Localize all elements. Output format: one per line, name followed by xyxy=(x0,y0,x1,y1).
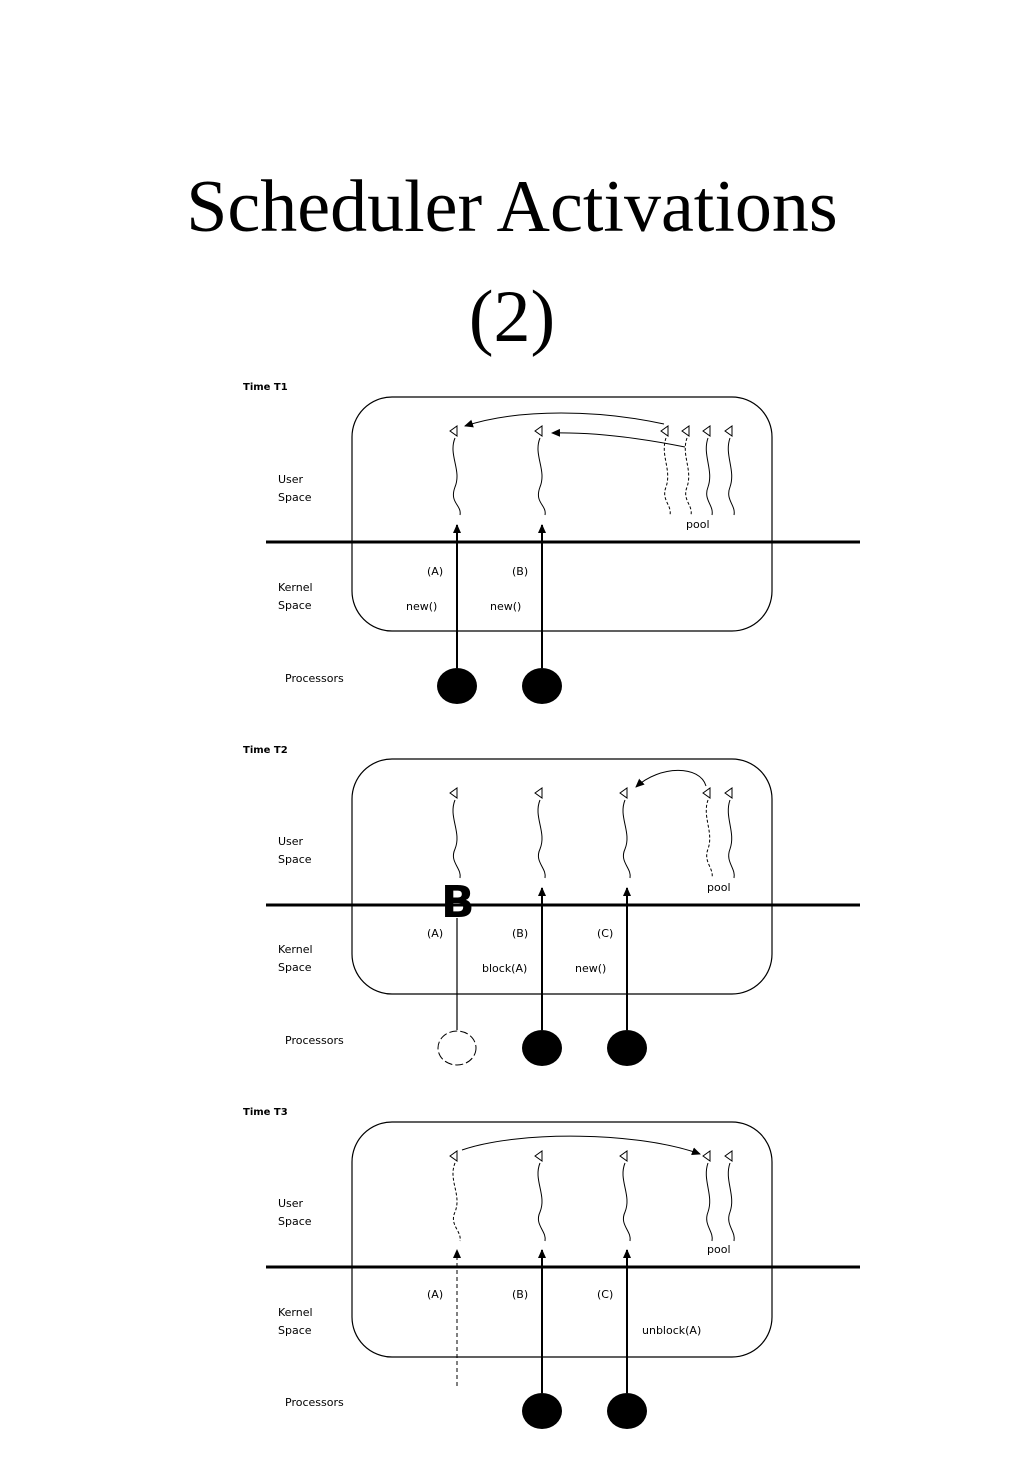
kernel-space-label: Space xyxy=(278,961,312,974)
user-thread xyxy=(619,787,631,879)
pool-to-thread-arrow xyxy=(551,428,686,448)
pool-label: pool xyxy=(686,518,710,531)
time-label-t3: Time T3 xyxy=(243,1107,288,1118)
pool-thread xyxy=(724,787,735,879)
processor-busy xyxy=(437,668,477,704)
activation-id-a: (A) xyxy=(427,927,443,940)
slide-title-line1: Scheduler Activations xyxy=(186,166,838,248)
user-thread xyxy=(534,787,546,879)
activation-id-c: (C) xyxy=(597,927,613,940)
user-space-label: Space xyxy=(278,1215,312,1228)
address-space-box xyxy=(351,1121,773,1358)
pool-to-thread-arrow xyxy=(635,769,707,788)
kernel-space-label: Space xyxy=(278,1324,312,1337)
time-label-t2: Time T2 xyxy=(243,745,288,756)
address-space-box xyxy=(351,758,773,995)
activation-id-b: (B) xyxy=(512,565,528,578)
pool-thread xyxy=(660,425,671,516)
user-thread xyxy=(449,787,461,879)
activation-call-a: new() xyxy=(406,600,437,613)
slide-title-line2: (2) xyxy=(468,276,556,358)
kernel-space-label: Kernel xyxy=(278,581,313,594)
activation-id-b: (B) xyxy=(512,927,528,940)
user-thread xyxy=(619,1150,631,1242)
user-thread xyxy=(534,425,546,516)
processor-busy xyxy=(607,1393,647,1429)
activation-id-a: (A) xyxy=(427,565,443,578)
panel-time-t1: Time T1 User Space Kernel Space Processo… xyxy=(243,382,860,704)
user-thread xyxy=(449,1150,461,1242)
activation-id-c: (C) xyxy=(597,1288,613,1301)
activation-call-c: new() xyxy=(575,962,606,975)
address-space-box xyxy=(351,396,773,632)
processor-busy xyxy=(522,1030,562,1066)
user-space-label: Space xyxy=(278,853,312,866)
user-thread xyxy=(534,1150,546,1242)
pool-thread xyxy=(724,1150,735,1242)
kernel-space-label: Kernel xyxy=(278,943,313,956)
pool-thread xyxy=(702,425,713,516)
pool-label: pool xyxy=(707,1243,731,1256)
processor-busy xyxy=(607,1030,647,1066)
pool-thread xyxy=(702,787,713,879)
activation-call-b: new() xyxy=(490,600,521,613)
kernel-space-label: Kernel xyxy=(278,1306,313,1319)
pool-label: pool xyxy=(707,881,731,894)
pool-thread xyxy=(702,1150,713,1242)
activation-id-b: (B) xyxy=(512,1288,528,1301)
user-thread xyxy=(449,425,461,516)
processor-busy xyxy=(522,668,562,704)
processor-busy xyxy=(522,1393,562,1429)
activation-call-c: unblock(A) xyxy=(642,1324,701,1337)
processors-label: Processors xyxy=(285,1034,344,1047)
user-space-label: User xyxy=(278,1197,304,1210)
user-space-label: User xyxy=(278,835,304,848)
pool-thread xyxy=(681,425,692,516)
time-label-t1: Time T1 xyxy=(243,382,288,393)
processors-label: Processors xyxy=(285,1396,344,1409)
thread-to-pool-arrow xyxy=(461,1135,701,1156)
user-space-label: User xyxy=(278,473,304,486)
user-space-label: Space xyxy=(278,491,312,504)
processor-idle xyxy=(437,1030,477,1066)
pool-thread xyxy=(724,425,735,516)
panel-time-t3: Time T3 User Space Kernel Space Processo… xyxy=(243,1107,860,1429)
kernel-space-label: Space xyxy=(278,599,312,612)
processors-label: Processors xyxy=(285,672,344,685)
activation-id-a: (A) xyxy=(427,1288,443,1301)
pool-to-thread-arrow xyxy=(464,412,665,428)
activation-call-b: block(A) xyxy=(482,962,527,975)
panel-time-t2: Time T2 User Space Kernel Space Processo… xyxy=(243,745,860,1066)
blocked-marker: B xyxy=(441,877,475,928)
